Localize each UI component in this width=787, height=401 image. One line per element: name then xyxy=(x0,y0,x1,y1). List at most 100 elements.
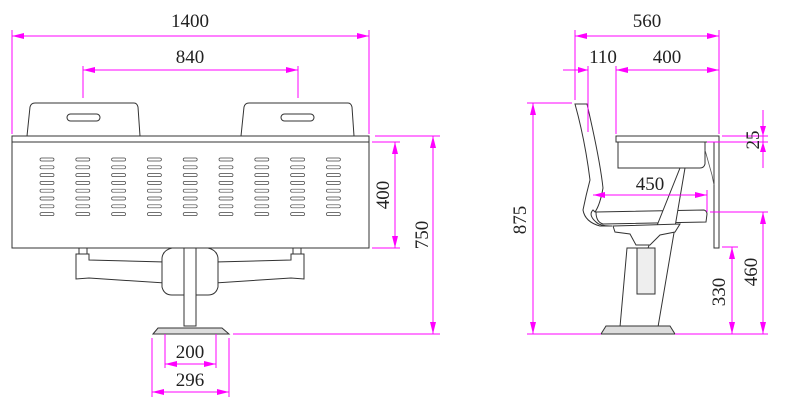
vent-slot xyxy=(290,157,305,162)
vent-slot xyxy=(218,204,234,209)
vent-slot xyxy=(326,181,341,185)
left-hub xyxy=(161,247,185,296)
left-arm xyxy=(75,253,166,284)
vent-slot xyxy=(39,173,55,177)
book-box xyxy=(617,141,706,169)
vent-slot xyxy=(290,165,305,170)
vent-slot xyxy=(326,165,341,170)
vent-slot xyxy=(147,165,162,170)
right-arm-mount xyxy=(292,247,302,255)
vent-slot xyxy=(182,196,198,201)
vent-slot xyxy=(75,173,91,177)
front-dimensions: 1400 840 400 750 200 296 xyxy=(11,11,440,397)
vent-slot xyxy=(182,188,198,193)
dim-296: 296 xyxy=(176,370,205,391)
vent-slot xyxy=(290,188,305,193)
vent-slot xyxy=(218,165,234,170)
vent-slot xyxy=(39,157,55,162)
vent-slot xyxy=(182,181,198,185)
vent-slot xyxy=(182,173,198,177)
vent-slot xyxy=(147,181,162,185)
right-arm xyxy=(214,253,305,284)
vent-slot xyxy=(75,196,91,201)
vent-slot xyxy=(326,188,341,193)
seat-bracket xyxy=(612,223,681,246)
vent-slot xyxy=(182,165,198,170)
seat xyxy=(595,209,708,225)
dim-110: 110 xyxy=(589,47,617,68)
vent-slot xyxy=(75,157,91,162)
vent-slot xyxy=(39,204,55,209)
vent-slot xyxy=(147,157,162,162)
hinge xyxy=(636,247,656,295)
dim-25: 25 xyxy=(743,131,764,150)
vent-slot xyxy=(147,212,162,216)
dim-750: 750 xyxy=(412,221,433,250)
vent-slot xyxy=(290,212,305,216)
vent-slot xyxy=(111,196,126,201)
dim-460: 460 xyxy=(741,258,762,287)
dim-200: 200 xyxy=(176,342,205,363)
vent-slot xyxy=(218,181,234,185)
vent-slot xyxy=(326,212,341,216)
seat-back xyxy=(574,103,612,227)
vent-slot xyxy=(111,212,126,216)
vent-slot xyxy=(39,196,55,201)
side-dimensions: 560 110 400 25 450 875 460 330 xyxy=(510,11,768,335)
vent-slot xyxy=(218,196,234,201)
vent-slot xyxy=(39,165,55,170)
vent-slots xyxy=(39,157,341,216)
vent-slot xyxy=(182,212,198,216)
dim-1400: 1400 xyxy=(171,11,209,32)
vent-slot xyxy=(218,157,234,162)
side-desktop xyxy=(615,135,720,143)
vent-slot xyxy=(75,181,91,185)
vent-slot xyxy=(111,204,126,209)
vent-slot xyxy=(75,212,91,216)
vent-slot xyxy=(75,188,91,193)
pole xyxy=(183,247,197,327)
vent-slot xyxy=(218,173,234,177)
base xyxy=(151,327,231,335)
left-backrest-handle xyxy=(66,113,101,122)
right-backrest-handle xyxy=(280,113,315,122)
vent-slot xyxy=(326,204,341,209)
dim-875: 875 xyxy=(510,206,531,235)
vent-slot xyxy=(111,157,126,162)
vent-slot xyxy=(147,188,162,193)
vent-slot xyxy=(290,204,305,209)
vent-slot xyxy=(290,196,305,201)
left-arm-mount xyxy=(78,247,88,255)
vent-slot xyxy=(147,196,162,201)
vent-slot xyxy=(147,204,162,209)
vent-slot xyxy=(254,204,270,209)
side-view xyxy=(574,103,720,335)
vent-slot xyxy=(326,157,341,162)
vent-slot xyxy=(218,212,234,216)
vent-slot xyxy=(39,181,55,185)
vent-slot xyxy=(326,173,341,177)
vent-slot xyxy=(218,188,234,193)
right-hub xyxy=(195,247,219,296)
vent-slot xyxy=(254,188,270,193)
vent-slot xyxy=(290,173,305,177)
vent-slot xyxy=(254,165,270,170)
vent-slot xyxy=(182,204,198,209)
side-leg xyxy=(713,141,720,249)
vent-slot xyxy=(182,157,198,162)
vent-slot xyxy=(326,196,341,201)
dim-840: 840 xyxy=(176,47,205,68)
vent-slot xyxy=(39,212,55,216)
dim-400-panel: 400 xyxy=(373,181,394,210)
vent-slot xyxy=(290,181,305,185)
leg-brace xyxy=(704,149,715,186)
vent-slot xyxy=(111,165,126,170)
front-view xyxy=(11,102,370,335)
vent-slot xyxy=(147,173,162,177)
vent-slot xyxy=(254,196,270,201)
vent-slot xyxy=(111,181,126,185)
dim-330: 330 xyxy=(709,278,730,307)
vent-slot xyxy=(254,181,270,185)
